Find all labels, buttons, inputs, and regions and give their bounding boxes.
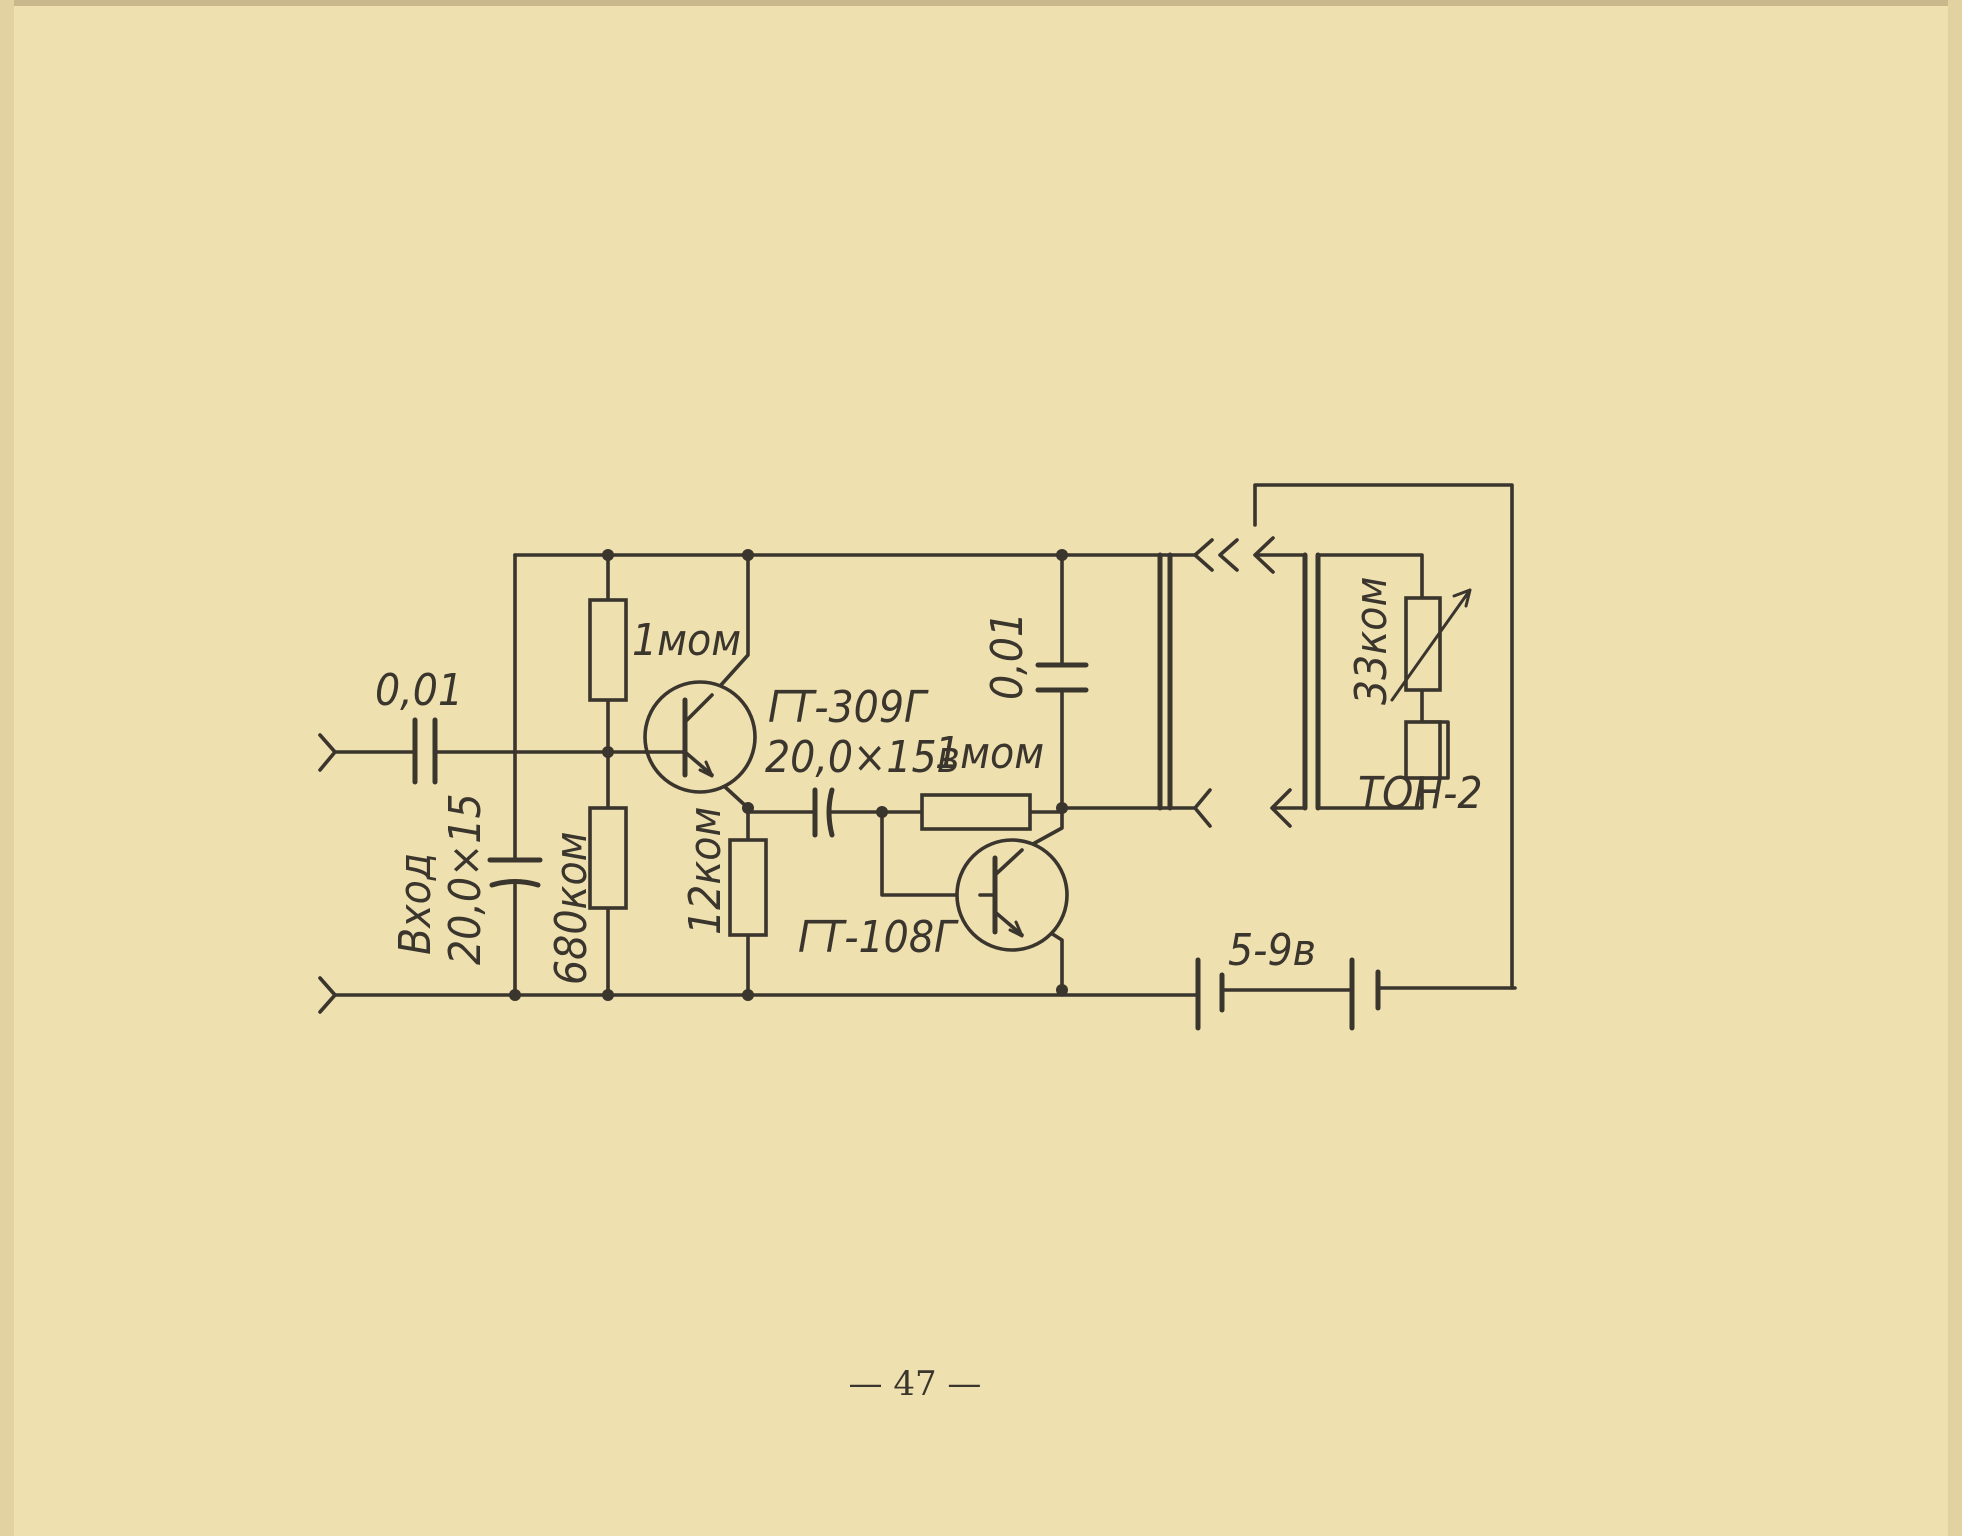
emitter-node-wire (746, 806, 1062, 997)
top-edge (0, 0, 1962, 6)
junction-4 (602, 746, 614, 758)
resistor-1mom-feedback (920, 793, 1032, 831)
transistor-q1-arrow (698, 760, 714, 778)
label-input: Вход (390, 853, 441, 955)
junctions (509, 549, 1068, 1001)
transistor-q2 (955, 838, 1069, 952)
label-q2: ГТ-108Г (798, 912, 959, 963)
junction-7 (1056, 802, 1068, 814)
label-c-supply: 20,0×15 (440, 793, 491, 965)
input-top-wire (318, 733, 684, 772)
capacitor-input (412, 717, 438, 785)
transistor-q1 (643, 680, 757, 794)
junction-5 (742, 802, 754, 814)
label-headphones: ТОН-2 (1358, 768, 1483, 819)
page-number: — 47 — (849, 1364, 982, 1404)
label-r-bottom: 680ком (546, 831, 597, 985)
junction-9 (602, 989, 614, 1001)
label-r-vol: 33ком (1346, 577, 1397, 705)
volume-loop-wire (1316, 553, 1424, 810)
junction-2 (742, 549, 754, 561)
junction-8 (509, 989, 521, 1001)
capacitor-coupling-plate-2 (826, 787, 835, 838)
variable-resistor-arrow (1390, 588, 1472, 702)
transistor-q2-emitter (993, 910, 1024, 937)
resistor-1mom-top (588, 598, 628, 702)
headphone-jack-bottom (1270, 788, 1307, 828)
junction-1 (602, 549, 614, 561)
capacitor-shunt (1035, 662, 1089, 693)
label-c-coupling: 20,0×15в (765, 732, 960, 783)
label-c-shunt: 0,01 (982, 612, 1033, 700)
label-r-feedback: 1мом (935, 728, 1044, 779)
transistor-q1-body (643, 680, 757, 794)
label-battery: 5-9в (1228, 925, 1316, 976)
junction-11 (1056, 984, 1068, 996)
transistor-q2-collector (993, 848, 1024, 877)
q1-collector-wire (710, 553, 750, 697)
q2-base-wire (880, 810, 982, 897)
headphone-jack-top (1253, 536, 1307, 574)
transistor-q1-collector (683, 693, 714, 724)
transistor-q2-body (955, 838, 1069, 952)
capacitors (412, 662, 1381, 1031)
capacitor-supply-plate-2 (489, 879, 541, 888)
input-bottom-terminal (318, 976, 337, 1014)
labels: 0,01 1мом ГТ-309Г 20,0×15в 1мом ТОН-2 ГТ… (375, 577, 1483, 985)
label-r-emitter: 12ком (680, 807, 731, 935)
left-edge (0, 0, 14, 1536)
transistor-q1-emitter (683, 750, 714, 777)
output-transformer (1157, 552, 1321, 811)
headphone-element (1404, 720, 1442, 780)
label-q1: ГТ-309Г (768, 682, 929, 733)
right-edge (1948, 0, 1962, 1536)
junction-6 (876, 806, 888, 818)
output-connector-2 (1218, 538, 1239, 572)
junction-3 (1056, 549, 1068, 561)
output-loop-wire (1253, 483, 1514, 990)
transistor-q2-arrow (1008, 920, 1024, 938)
resistors (588, 588, 1472, 937)
label-c-input: 0,01 (375, 665, 463, 716)
resistor-680kom (588, 806, 628, 910)
junction-10 (742, 989, 754, 1001)
resistor-33kom-variable (1404, 596, 1442, 692)
bottom-rail (333, 986, 1517, 997)
wires (318, 483, 1517, 1014)
resistor-12kom (728, 838, 768, 937)
label-r-top: 1мом (632, 615, 741, 666)
